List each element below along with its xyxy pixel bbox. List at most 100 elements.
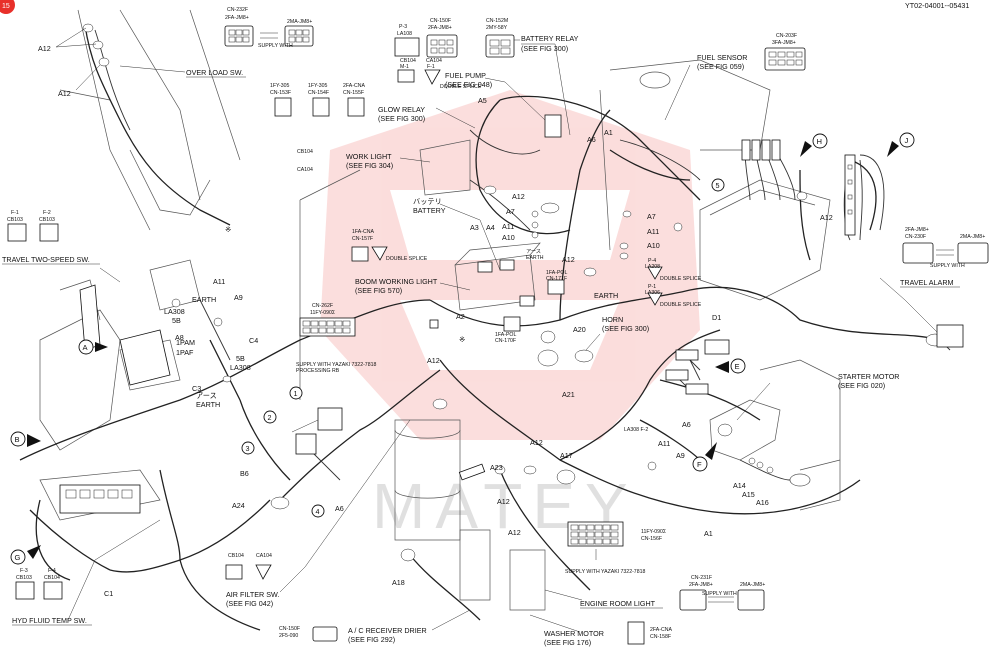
section-marker-a: A — [78, 339, 108, 355]
svg-text:2FA-JM8+: 2FA-JM8+ — [905, 227, 929, 233]
part-a4: A4 — [486, 223, 495, 232]
svg-text:CN-154F: CN-154F — [308, 90, 329, 96]
label-hyd-fluid-temp: HYD FLUID TEMP SW. — [12, 616, 87, 625]
part-a24: A24 — [232, 501, 245, 510]
part-a12-5: A12 — [820, 213, 833, 222]
svg-text:2FA-JM8+: 2FA-JM8+ — [689, 582, 713, 588]
label-earth-jp-mid: アース — [526, 248, 541, 255]
part-a9-low: A9 — [676, 451, 685, 460]
svg-text:3FA-JM8+: 3FA-JM8+ — [772, 40, 796, 46]
part-1paf: 1PAF — [176, 348, 194, 357]
svg-text:11FY-090Σ: 11FY-090Σ — [641, 529, 666, 535]
part-a21: A21 — [562, 390, 575, 399]
part-1pam: 1PAM — [176, 338, 195, 347]
svg-text:M-1: M-1 — [400, 64, 409, 70]
svg-text:11FY-090Σ: 11FY-090Σ — [310, 310, 335, 316]
label-fuel-sensor: FUEL SENSOR — [697, 53, 747, 62]
svg-text:1FA-CNA: 1FA-CNA — [352, 229, 374, 235]
part-a6-low: A6 — [335, 504, 344, 513]
label-earth-right: EARTH — [594, 291, 618, 300]
ref-number: YT02-04001--05431 — [905, 1, 969, 10]
part-a23: A23 — [490, 463, 503, 472]
svg-text:2MA-JM8+: 2MA-JM8+ — [740, 582, 765, 588]
svg-text:CB104: CB104 — [228, 553, 244, 559]
part-a16: A16 — [756, 498, 769, 507]
label-double-splice-4: DOUBLE SPLICE — [660, 302, 702, 308]
label-supply-yazaki-c: SUPPLY WITH YAZAKI 7322-7818 — [565, 569, 645, 575]
component-labels: OVER LOAD SW. BATTERY RELAY (SEE FIG 300… — [2, 34, 965, 647]
part-a7-mid: A7 — [506, 207, 515, 216]
section-marker-h: H — [800, 133, 828, 157]
label-battery-relay: BATTERY RELAY — [521, 34, 579, 43]
svg-text:CN-170F: CN-170F — [495, 338, 516, 344]
svg-text:A: A — [83, 343, 89, 352]
label-work-light: WORK LIGHT — [346, 152, 392, 161]
svg-text:LA306: LA306 — [645, 290, 660, 296]
label-supply-yazaki-a: SUPPLY WITH YAZAKI 7322-7818 — [296, 362, 376, 368]
svg-text:CN-150F: CN-150F — [430, 18, 451, 24]
svg-text:CB103: CB103 — [16, 575, 32, 581]
svg-text:CN-262F: CN-262F — [312, 303, 333, 309]
part-a15: A15 — [742, 490, 755, 499]
part-5b-right: 5B — [236, 354, 245, 363]
part-a18: A18 — [392, 578, 405, 587]
svg-text:CB104: CB104 — [400, 58, 416, 64]
label-battery-jp: バッテリ — [413, 197, 442, 206]
part-d1: D1 — [712, 313, 721, 322]
svg-text:1FA-POL: 1FA-POL — [546, 270, 567, 276]
svg-text:CN-158F: CN-158F — [650, 634, 671, 640]
svg-text:CB104: CB104 — [44, 575, 60, 581]
part-a12-8: A12 — [497, 497, 510, 506]
svg-text:CB103: CB103 — [39, 217, 55, 223]
label-horn: HORN — [602, 315, 623, 324]
label-over-load-sw: OVER LOAD SW. — [186, 68, 243, 77]
label-work-light-ref: (SEE FIG 304) — [346, 161, 393, 170]
svg-text:LA108: LA108 — [397, 31, 412, 37]
part-a8: A8 — [175, 333, 184, 342]
connector-labels: CN-232F 2FA-JM8+ 2MA-JM8+ P-3 LA108 CN-1… — [7, 7, 985, 640]
part-a6-top: A6 — [587, 135, 596, 144]
svg-text:CN-157F: CN-157F — [352, 236, 373, 242]
part-a12-4: A12 — [562, 255, 575, 264]
svg-text:CN-150F: CN-150F — [279, 626, 300, 632]
label-double-splice-2: DOUBLE SPLICE — [386, 256, 428, 262]
part-a10-mid: A10 — [502, 233, 515, 242]
part-a12-1: A12 — [38, 44, 51, 53]
part-a7-right: A7 — [647, 212, 656, 221]
part-a5: A5 — [478, 96, 487, 105]
svg-text:4: 4 — [316, 507, 320, 516]
part-a12-2: A12 — [58, 89, 71, 98]
label-washer-motor: WASHER MOTOR — [544, 629, 604, 638]
clamps — [82, 23, 945, 562]
svg-text:CN-153F: CN-153F — [270, 90, 291, 96]
label-earth-mid: EARTH — [526, 255, 544, 261]
svg-text:2FA-JM8+: 2FA-JM8+ — [428, 25, 452, 31]
svg-text:P-4: P-4 — [648, 258, 656, 264]
label-double-splice-3: DOUBLE SPLICE — [660, 276, 702, 282]
svg-text:J: J — [905, 136, 909, 145]
svg-text:F-2: F-2 — [43, 210, 51, 216]
part-b6: B6 — [240, 469, 249, 478]
svg-text:2MY-58Y: 2MY-58Y — [486, 25, 508, 31]
svg-text:CA104: CA104 — [297, 167, 313, 173]
label-travel-alarm: TRAVEL ALARM — [900, 278, 954, 287]
svg-text:CN-232F: CN-232F — [227, 7, 248, 13]
svg-text:1FY-305: 1FY-305 — [308, 83, 328, 89]
svg-text:E: E — [735, 362, 740, 371]
section-marker-j: J — [887, 132, 915, 157]
svg-text:LA208: LA208 — [645, 264, 660, 270]
label-earth-left: EARTH — [192, 295, 216, 304]
svg-text:2MA-JM8+: 2MA-JM8+ — [287, 19, 312, 25]
label-fuel-sensor-ref: (SEE FIG 059) — [697, 62, 744, 71]
label-glow-relay: GLOW RELAY — [378, 105, 425, 114]
part-labels: A12 A12 A5 A6 A1 A12 A7 A11 A10 A3 A4 A2… — [38, 44, 833, 598]
svg-text:F-3: F-3 — [20, 568, 28, 574]
label-fuel-pump: FUEL PUMP — [445, 71, 486, 80]
connector-boxes — [7, 25, 989, 645]
callout-4: 4 — [311, 504, 325, 518]
svg-text:F: F — [697, 460, 702, 469]
svg-text:CA104: CA104 — [426, 58, 442, 64]
part-a6-right: A6 — [682, 420, 691, 429]
label-double-splice-1: DOUBLE SPLICE — [440, 84, 482, 90]
